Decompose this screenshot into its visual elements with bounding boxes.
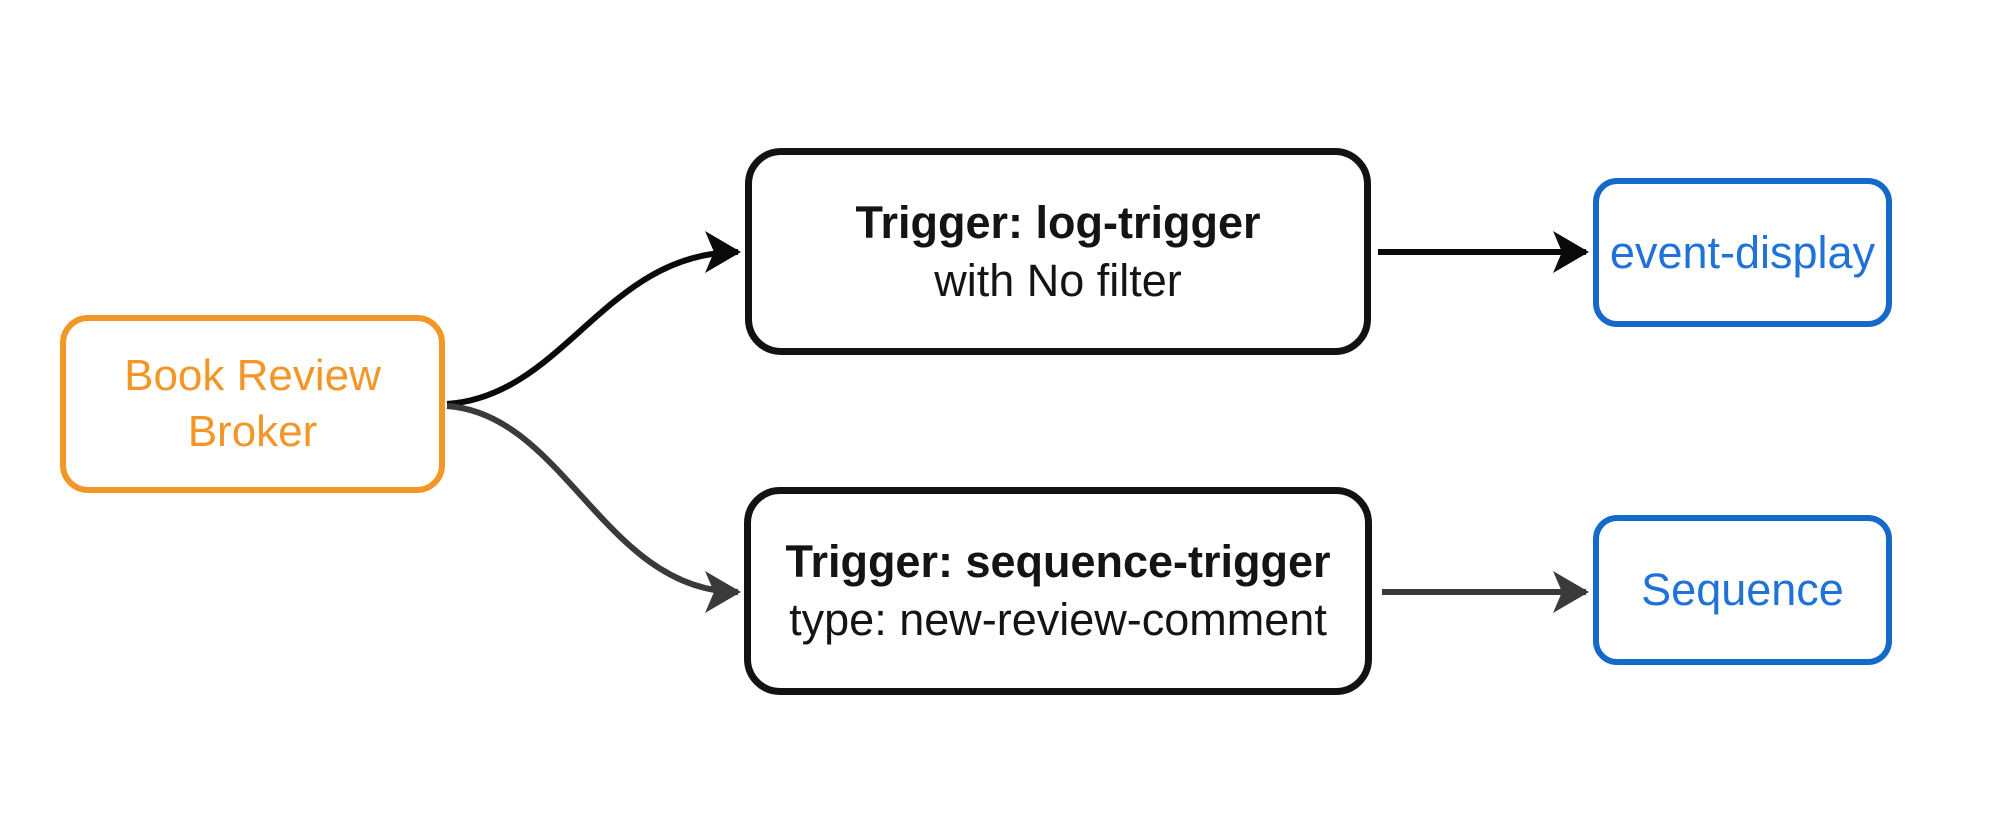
node-sequence: Sequence xyxy=(1593,515,1892,665)
node-broker-label-line1: Book Review xyxy=(124,351,381,400)
edge-broker-to-log-trigger xyxy=(446,231,741,407)
edge-broker-to-sequence-trigger xyxy=(446,403,741,613)
node-trigger-sequence: Trigger: sequence-trigger type: new-revi… xyxy=(744,487,1372,695)
node-broker-label-line2: Broker xyxy=(187,407,318,456)
trigger-sequence-subtitle: type: new-review-comment xyxy=(789,594,1327,645)
node-broker: Book Review Broker xyxy=(60,315,445,493)
event-display-label: event-display xyxy=(1609,226,1876,278)
node-event-display: event-display xyxy=(1593,178,1892,327)
sequence-label: Sequence xyxy=(1641,564,1844,615)
trigger-log-subtitle: with No filter xyxy=(934,254,1182,306)
trigger-log-title: Trigger: log-trigger xyxy=(855,196,1261,248)
node-trigger-log: Trigger: log-trigger with No filter xyxy=(745,148,1371,355)
trigger-sequence-title: Trigger: sequence-trigger xyxy=(785,536,1331,587)
